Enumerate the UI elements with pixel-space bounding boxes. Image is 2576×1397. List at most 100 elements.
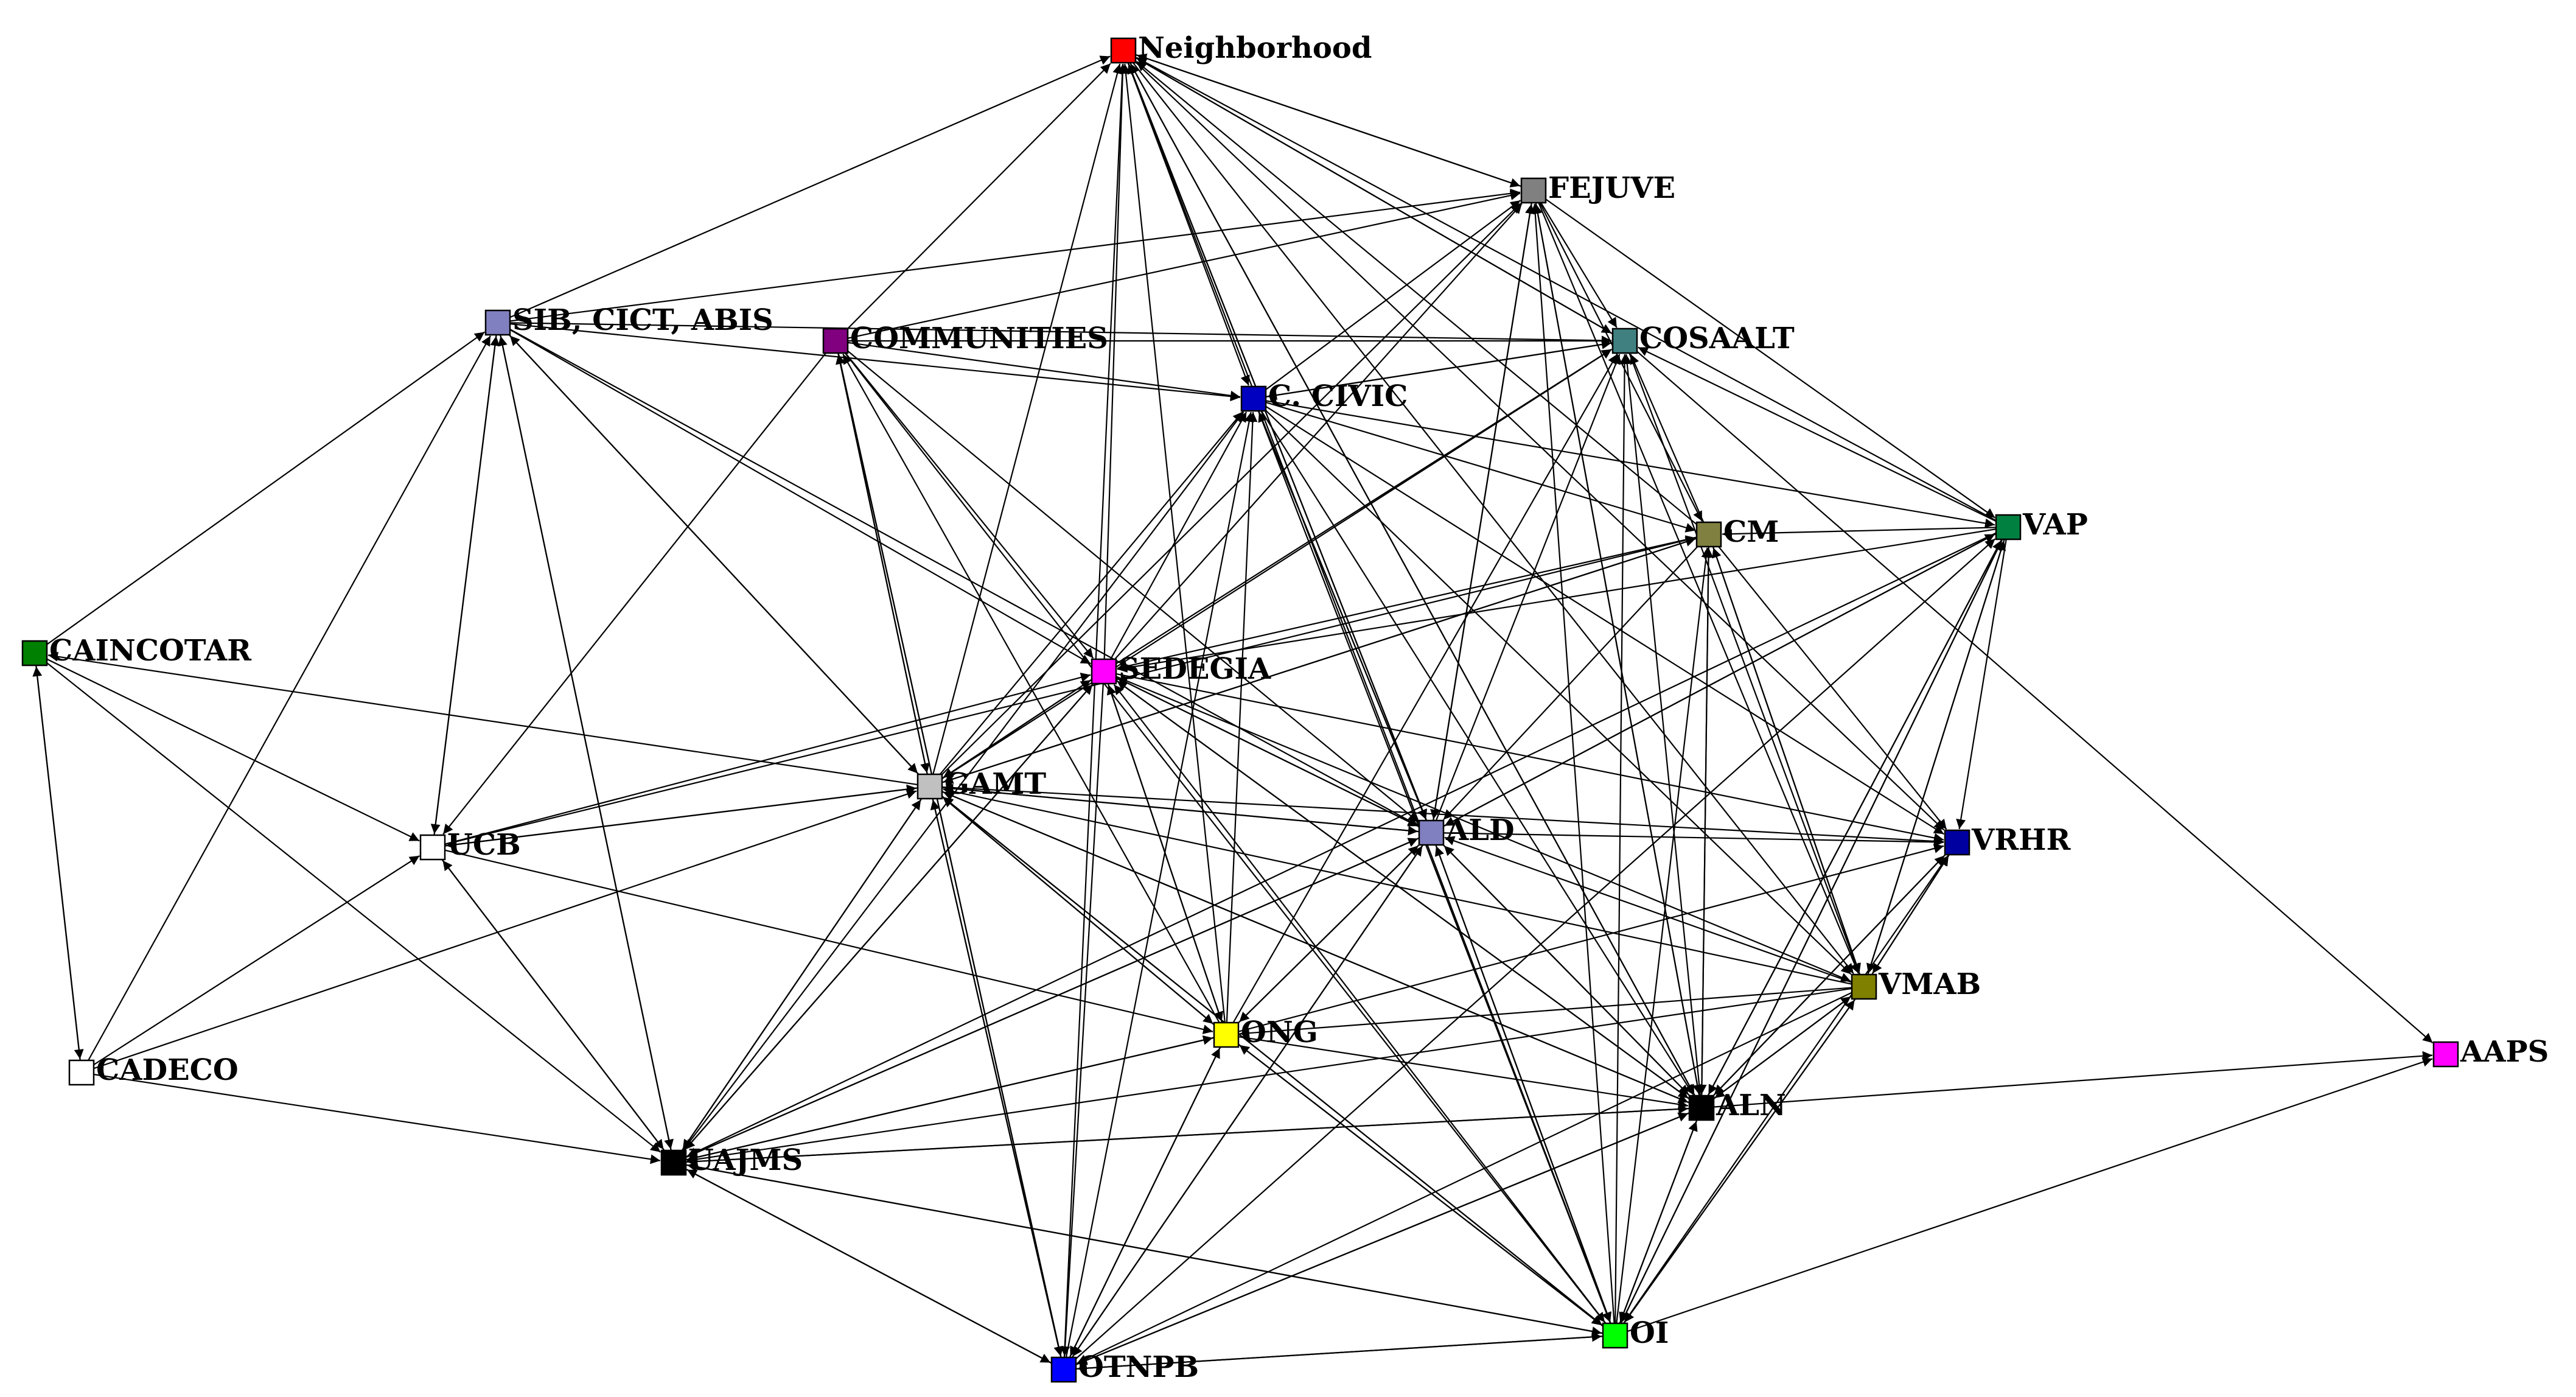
node-sedegia[interactable]: SEDEGIA <box>1091 652 1271 686</box>
node-caincotar[interactable]: CAINCOTAR <box>21 634 252 668</box>
edge-uajms-to-ucb <box>442 860 674 1163</box>
node-marker-caincotar[interactable] <box>21 640 48 667</box>
node-oi[interactable]: OI <box>1602 1316 1669 1350</box>
edge-otnpb-to-communities <box>836 354 1065 1370</box>
node-sib[interactable]: SIB, CICT, ABIS <box>484 303 773 337</box>
edge-ccivic-to-vmab <box>1253 398 1852 975</box>
node-aln[interactable]: ALN <box>1688 1088 1786 1122</box>
edge-ong-to-gamt <box>942 797 1227 1035</box>
node-marker-gamt[interactable] <box>916 773 943 800</box>
node-vmab[interactable]: VMAB <box>1851 967 1981 1001</box>
node-marker-communities[interactable] <box>822 327 849 354</box>
node-marker-ald[interactable] <box>1418 819 1445 846</box>
node-communities[interactable]: COMMUNITIES <box>822 321 1108 355</box>
node-ald[interactable]: ALD <box>1418 813 1515 847</box>
edge-ong-to-sedegia <box>1106 684 1227 1035</box>
edge-gamt-to-neighborhood <box>929 63 1122 787</box>
edge-uajms-to-aln <box>673 1104 1689 1164</box>
edge-sib-to-neighborhood <box>497 55 1111 324</box>
edge-fejuve-to-ald <box>1430 190 1535 820</box>
edge-vmab-to-vap <box>1863 540 2006 987</box>
node-ong[interactable]: ONG <box>1213 1015 1318 1049</box>
edge-cm-to-cosaalt <box>1630 354 1710 535</box>
node-marker-oi[interactable] <box>1602 1322 1628 1349</box>
edge-sib-to-fejuve <box>497 188 1521 324</box>
node-label-vrhr: VRHR <box>1971 823 2071 857</box>
edge-oi-to-cosaalt <box>1614 354 1630 1336</box>
edge-oi-to-vmab <box>1614 999 1855 1336</box>
node-marker-ong[interactable] <box>1213 1021 1240 1048</box>
edge-sedegia-to-ccivic <box>1103 411 1248 672</box>
node-marker-vmab[interactable] <box>1851 973 1877 1000</box>
edge-cadeco-to-caincotar <box>32 666 83 1073</box>
edge-caincotar-to-ucb <box>34 653 420 842</box>
node-marker-cm[interactable] <box>1695 521 1722 548</box>
edge-aln-to-aaps <box>1701 1051 2433 1109</box>
node-marker-aln[interactable] <box>1688 1094 1715 1121</box>
node-cm[interactable]: CM <box>1695 515 1779 549</box>
edge-vmab-to-cm <box>1712 547 1865 987</box>
edge-uajms-to-ald <box>673 838 1419 1164</box>
edge-aln-to-ald <box>1443 845 1702 1108</box>
node-label-neighborhood: Neighborhood <box>1138 31 1372 65</box>
node-marker-vap[interactable] <box>1995 514 2022 541</box>
node-label-otnpb: OTNPB <box>1078 1350 1199 1384</box>
node-marker-fejuve[interactable] <box>1520 177 1547 204</box>
node-marker-neighborhood[interactable] <box>1110 37 1137 64</box>
edge-sedegia-to-otnpb <box>1060 671 1105 1357</box>
node-gamt[interactable]: GAMT <box>916 767 1046 801</box>
node-marker-sedegia[interactable] <box>1091 658 1117 685</box>
edge-ccivic-to-oi <box>1252 398 1611 1323</box>
edge-cadeco-to-sib <box>81 335 491 1073</box>
node-marker-otnpb[interactable] <box>1050 1356 1077 1383</box>
edge-oi-to-vap <box>1614 540 2003 1336</box>
edge-uajms-to-ccivic <box>673 411 1244 1163</box>
edge-neighborhood-to-cosaalt <box>1123 50 1612 334</box>
node-label-aaps: AAPS <box>2460 1035 2549 1069</box>
edge-sib-to-ald <box>497 322 1419 827</box>
node-marker-cadeco[interactable] <box>68 1059 95 1086</box>
node-marker-aaps[interactable] <box>2432 1041 2459 1068</box>
edge-uajms-to-sedegia <box>673 684 1094 1163</box>
node-cosaalt[interactable]: COSAALT <box>1611 321 1795 355</box>
node-aaps[interactable]: AAPS <box>2432 1035 2549 1069</box>
edge-fejuve-to-vap <box>1533 190 1996 519</box>
node-marker-uajms[interactable] <box>660 1149 687 1176</box>
edge-ucb-to-cm <box>432 535 1696 849</box>
edge-oi-to-fejuve <box>1530 203 1616 1336</box>
edge-caincotar-to-sib <box>34 331 486 654</box>
node-vrhr[interactable]: VRHR <box>1944 823 2071 857</box>
node-uajms[interactable]: UAJMS <box>660 1143 803 1177</box>
edge-communities-to-oi <box>835 340 1605 1323</box>
edge-vmab-to-otnpb <box>1077 986 1865 1364</box>
node-marker-cosaalt[interactable] <box>1611 327 1638 354</box>
node-label-sedegia: SEDEGIA <box>1119 652 1271 686</box>
edge-gamt-to-cm <box>929 537 1696 788</box>
edge-oi-to-sedegia <box>1113 684 1616 1336</box>
node-cadeco[interactable]: CADECO <box>68 1053 239 1087</box>
node-neighborhood[interactable]: Neighborhood <box>1110 31 1372 65</box>
edge-gamt-to-cosaalt <box>929 348 1612 787</box>
node-ucb[interactable]: UCB <box>419 828 521 862</box>
edge-gamt-to-vrhr <box>929 785 1944 846</box>
node-ccivic[interactable]: C. CIVIC <box>1240 379 1408 413</box>
node-vap[interactable]: VAP <box>1995 508 2088 542</box>
node-marker-vrhr[interactable] <box>1944 829 1970 856</box>
edge-sedegia-to-vmab <box>1103 670 1851 982</box>
edge-vap-to-sedegia <box>1117 526 2009 673</box>
node-otnpb[interactable]: OTNPB <box>1050 1350 1199 1384</box>
edge-sedegia-to-gamt <box>943 671 1105 779</box>
edge-oi-to-ong <box>1238 1044 1616 1336</box>
node-marker-sib[interactable] <box>484 309 511 336</box>
node-fejuve[interactable]: FEJUVE <box>1520 171 1675 205</box>
node-marker-ccivic[interactable] <box>1240 385 1267 412</box>
edge-ald-to-vap <box>1431 533 1995 833</box>
edge-sib-to-ucb <box>430 322 499 835</box>
node-marker-ucb[interactable] <box>419 834 446 861</box>
edge-sedegia-to-neighborhood <box>1103 63 1128 672</box>
edge-aln-to-cm <box>1700 547 1714 1108</box>
edge-oi-to-vrhr <box>1614 855 1949 1336</box>
edge-fejuve-to-vmab <box>1532 190 1860 974</box>
edge-cadeco-to-uajms <box>81 1071 661 1164</box>
